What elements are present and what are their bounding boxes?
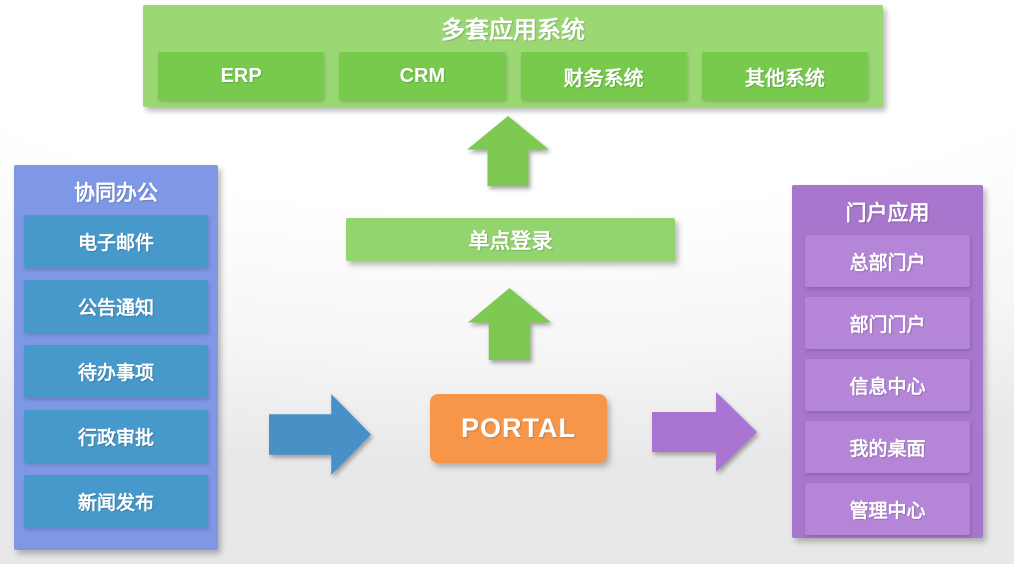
portal-box: PORTAL [430,394,607,463]
app-item-finance-system: 财务系统 [520,52,687,100]
right-arrow-icon [269,394,371,475]
portal-item-department-portal: 部门门户 [805,297,970,349]
portal-item-my-desktop: 我的桌面 [805,421,970,473]
application-systems-box: 多套应用系统 ERP CRM 财务系统 其他系统 [143,5,883,107]
app-item-crm: CRM [339,52,506,100]
right-arrow-icon [652,392,757,472]
portal-applications-title: 门户应用 [845,202,930,225]
collab-item-todo: 待办事项 [24,345,208,398]
portal-item-admin-center: 管理中心 [805,483,970,535]
up-arrow-icon [467,116,549,186]
collaborative-office-title: 协同办公 [74,182,158,205]
collaborative-office-panel: 协同办公 电子邮件 公告通知 待办事项 行政审批 新闻发布 [14,165,218,550]
app-item-other-systems: 其他系统 [701,52,868,100]
app-item-erp: ERP [158,52,325,100]
portal-applications-panel: 门户应用 总部门户 部门门户 信息中心 我的桌面 管理中心 [792,185,983,538]
collab-item-email: 电子邮件 [24,215,208,268]
up-arrow-icon [468,288,551,360]
collab-item-admin-approval: 行政审批 [24,410,208,463]
portal-item-info-center: 信息中心 [805,359,970,411]
collab-item-announcements: 公告通知 [24,280,208,333]
portal-item-hq-portal: 总部门户 [805,235,970,287]
application-systems-title: 多套应用系统 [441,17,585,44]
application-systems-row: ERP CRM 财务系统 其他系统 [158,52,868,100]
collab-item-news-release: 新闻发布 [24,475,208,528]
sso-bar: 单点登录 [346,218,675,261]
